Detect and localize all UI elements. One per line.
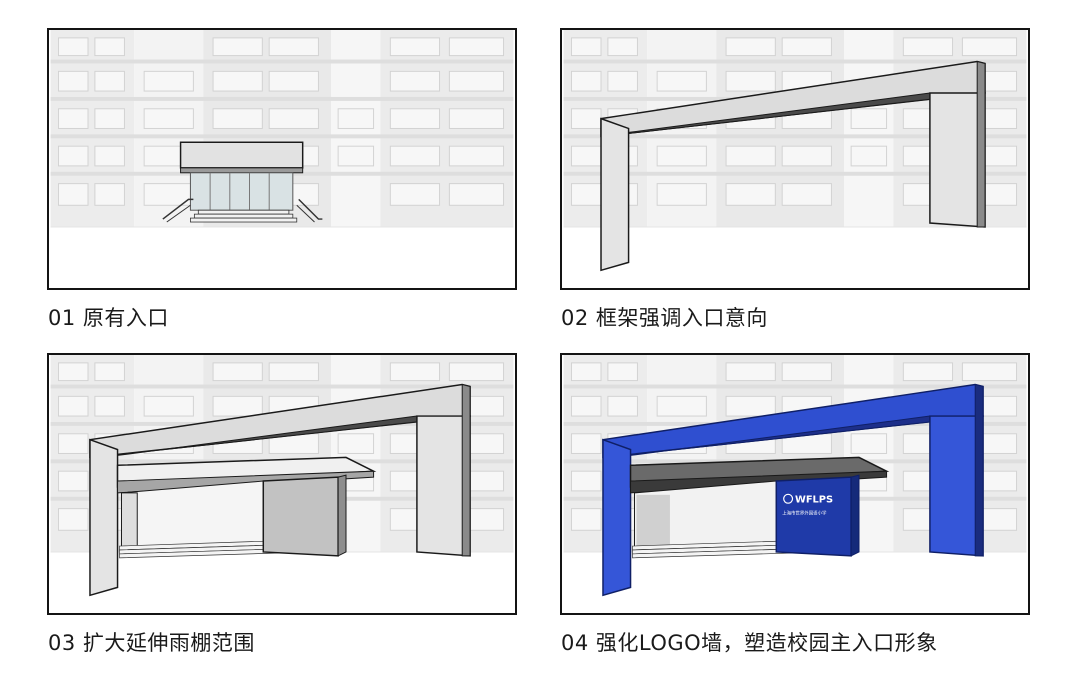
original-entrance-illustration bbox=[50, 30, 514, 288]
caption-panel-01: 01 原有入口 bbox=[48, 306, 169, 330]
logo-wall-school-name: 上海市世界外国语小学 bbox=[782, 510, 827, 517]
panel-original-entrance bbox=[47, 28, 517, 290]
caption-panel-04: 04 强化LOGO墙，塑造校园主入口形象 bbox=[561, 631, 938, 655]
frame-emphasis-illustration bbox=[563, 30, 1027, 288]
logo-emblem-icon bbox=[783, 493, 794, 504]
caption-panel-02: 02 框架强调入口意向 bbox=[561, 306, 768, 330]
logo-wall-logo: WFLPS bbox=[795, 495, 833, 506]
panel-logo-wall: WFLPS 上海市世界外国语小学 bbox=[560, 353, 1030, 615]
caption-panel-03: 03 扩大延伸雨棚范围 bbox=[48, 631, 255, 655]
panel-frame-emphasis bbox=[560, 28, 1030, 290]
extended-canopy-illustration bbox=[50, 355, 514, 613]
logo-wall-illustration: WFLPS 上海市世界外国语小学 bbox=[563, 355, 1027, 613]
panel-extended-canopy bbox=[47, 353, 517, 615]
